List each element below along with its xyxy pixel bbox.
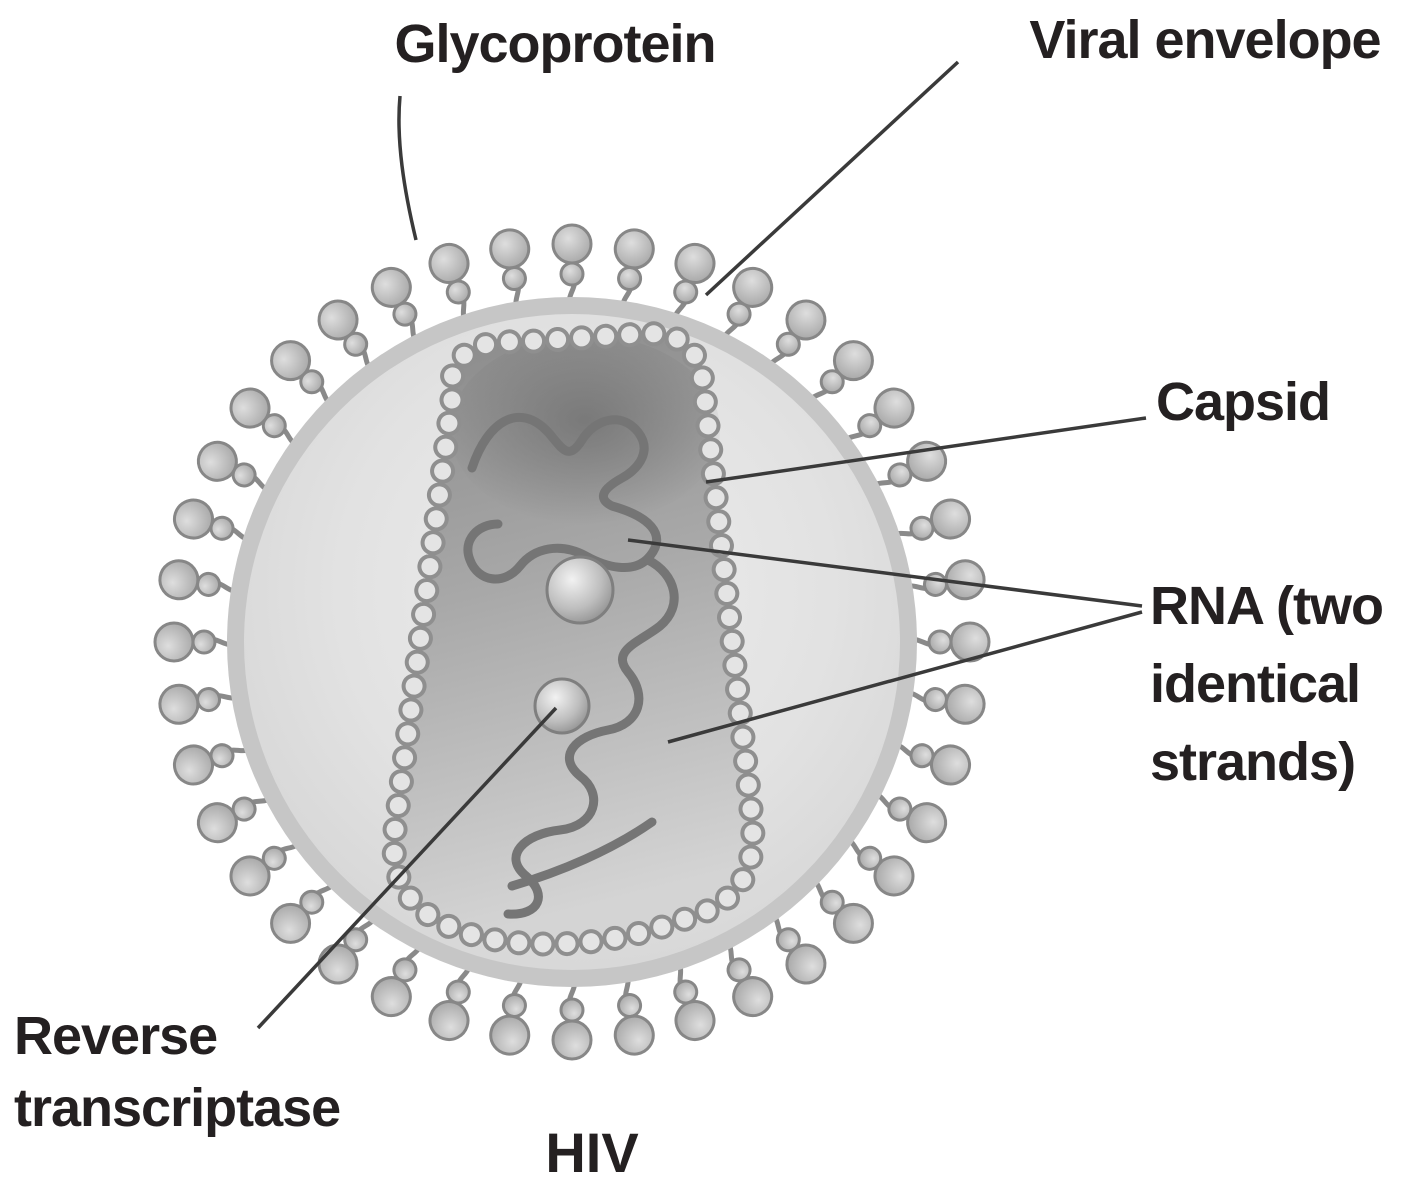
reverse-transcriptase-particle bbox=[533, 677, 591, 735]
reverse-transcriptase-label-line2: transcriptase bbox=[14, 1078, 340, 1138]
rna-strands bbox=[463, 412, 679, 919]
rna-label-line2: identical bbox=[1150, 654, 1360, 714]
rna-strand-upper bbox=[463, 412, 662, 584]
pointer-lines bbox=[256, 60, 1147, 1030]
reverse-transcriptase-pointer-line bbox=[256, 706, 558, 1030]
rna-label-line3: strands) bbox=[1150, 732, 1355, 792]
reverse-transcriptase-label-line1: Reverse bbox=[14, 1006, 217, 1066]
rna-strand-lower bbox=[503, 555, 679, 919]
viral-envelope-pointer-line bbox=[704, 60, 960, 297]
reverse-transcriptase-label: Reverse transcriptase bbox=[14, 1006, 341, 1138]
capsid-label: Capsid bbox=[1156, 372, 1330, 432]
rna-pointer-line-lower bbox=[667, 610, 1143, 744]
rna-pointer-line-upper bbox=[627, 538, 1143, 608]
core-particle bbox=[545, 555, 615, 625]
capsid-bead-wall-fill bbox=[385, 325, 762, 953]
rna-label: RNA (two identical strands) bbox=[1150, 576, 1384, 792]
glycoprotein-pointer-line bbox=[397, 95, 418, 241]
rna-label-line1: RNA (two bbox=[1150, 576, 1383, 636]
hiv-caption: HIV bbox=[545, 1121, 638, 1184]
capsid-pointer-line bbox=[705, 416, 1147, 484]
rna-strand-tail bbox=[507, 817, 657, 891]
viral-envelope-label: Viral envelope bbox=[1029, 10, 1380, 70]
glycoprotein-label: Glycoprotein bbox=[394, 14, 715, 74]
